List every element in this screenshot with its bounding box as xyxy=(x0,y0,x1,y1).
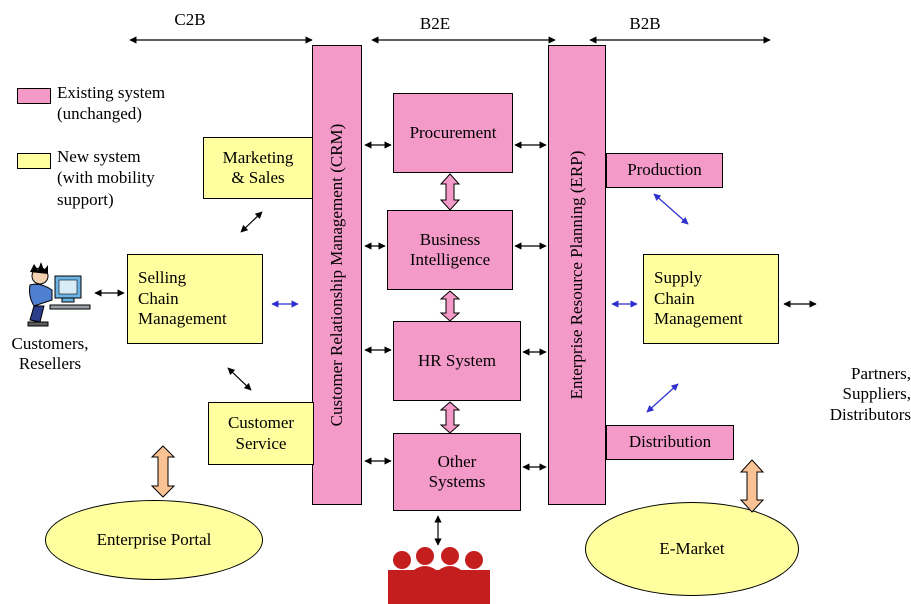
marketing-sales-system[interactable]: Marketing & Sales xyxy=(203,137,313,199)
bi-label-line1: Business xyxy=(419,229,481,249)
scm-label-line3: Management xyxy=(654,309,743,329)
selling-label-line2: Chain xyxy=(138,288,179,308)
service-label-line2: Service xyxy=(235,433,287,453)
e-market[interactable]: E-Market xyxy=(585,502,799,596)
selling-label-line1: Selling xyxy=(138,268,187,288)
erp-system[interactable]: Enterprise Resource Planning (ERP) xyxy=(548,45,606,505)
legend-existing-label: Existing system (unchanged) xyxy=(57,83,166,124)
procurement-system[interactable]: Procurement xyxy=(393,93,513,173)
scm-label-line1: Supply xyxy=(654,268,703,288)
scm-distribution-arrow xyxy=(646,383,679,413)
selling-service-arrow xyxy=(227,367,252,391)
legend-existing-swatch xyxy=(17,88,51,104)
bi-label-line2: Intelligence xyxy=(409,250,491,269)
selling-label-line3: Management xyxy=(138,309,227,329)
hr-other-block-arrow xyxy=(439,401,461,434)
production-scm-arrow xyxy=(653,193,689,225)
hr-label: HR System xyxy=(418,350,496,370)
marketing-label-line2: & Sales xyxy=(231,168,285,187)
portal-label: Enterprise Portal xyxy=(96,530,212,549)
procurement-label: Procurement xyxy=(409,122,497,142)
production-system[interactable]: Production xyxy=(606,153,723,188)
b2b-label: B2B xyxy=(629,14,661,33)
hr-system[interactable]: HR System xyxy=(393,321,521,401)
legend-new-label: New system (with mobility support) xyxy=(57,147,155,209)
other-systems[interactable]: Other Systems xyxy=(393,433,521,511)
production-label: Production xyxy=(627,160,702,180)
emarket-label: E-Market xyxy=(659,539,725,558)
c2b-label: C2B xyxy=(174,10,206,29)
marketing-selling-arrow xyxy=(240,211,263,233)
supply-chain-management-system[interactable]: Supply Chain Management xyxy=(643,254,779,344)
legend-new-swatch xyxy=(17,153,51,169)
selling-chain-management-system[interactable]: Selling Chain Management xyxy=(127,254,263,344)
marketing-label-line1: Marketing xyxy=(222,147,294,167)
customer-service-system[interactable]: Customer Service xyxy=(208,402,314,465)
distribution-system[interactable]: Distribution xyxy=(606,425,734,460)
partners-label: Partners, Suppliers, Distributors xyxy=(829,364,911,424)
service-label-line1: Customer xyxy=(227,413,295,433)
person-at-computer-icon xyxy=(27,262,91,327)
distribution-emarket-block-arrow xyxy=(739,459,765,513)
employee-group-icon xyxy=(388,547,490,604)
procurement-bi-block-arrow xyxy=(439,173,461,211)
scm-label-line2: Chain xyxy=(654,288,695,308)
b2e-label: B2E xyxy=(419,14,451,33)
distribution-label: Distribution xyxy=(628,432,712,452)
service-portal-block-arrow xyxy=(150,445,176,498)
crm-system[interactable]: Customer Relationship Management (CRM) xyxy=(312,45,362,505)
enterprise-portal[interactable]: Enterprise Portal xyxy=(45,500,263,580)
other-label-line1: Other xyxy=(437,451,477,471)
business-intelligence-system[interactable]: Business Intelligence xyxy=(387,210,513,290)
other-label-line2: Systems xyxy=(428,472,486,491)
bi-hr-block-arrow xyxy=(439,290,461,322)
customers-resellers-label: Customers, Resellers xyxy=(11,334,89,374)
